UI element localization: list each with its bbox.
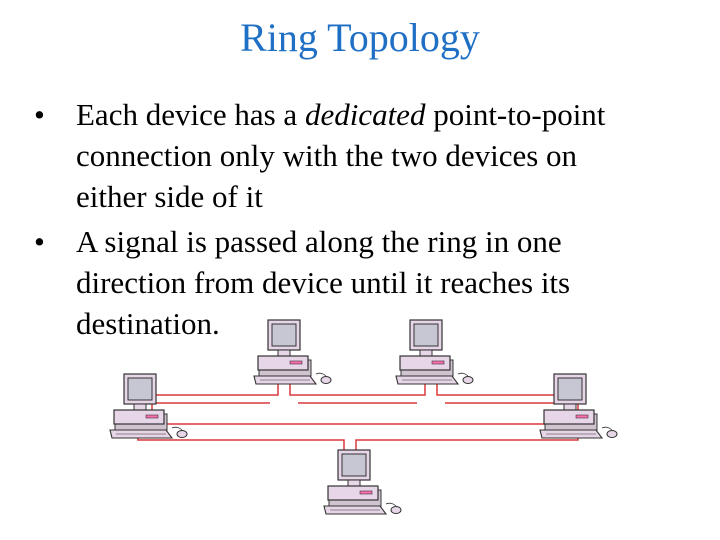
bullet-line: destination. (76, 303, 706, 344)
page-title: Ring Topology (0, 14, 720, 61)
computer-icon (540, 374, 617, 438)
computer-icon (324, 450, 401, 514)
bullet-line: A signal is passed along the ring in one (76, 221, 706, 262)
bullet-text: A signal is passed along the ring in one… (76, 221, 706, 344)
bullet-line: direction from device until it reaches i… (76, 262, 706, 303)
bullet-line: either side of it (76, 176, 706, 217)
bullet-marker: • (34, 94, 45, 135)
bullet-line: connection only with the two devices on (76, 135, 706, 176)
computer-icon (110, 374, 187, 438)
bullet-line: Each device has a dedicated point-to-poi… (76, 94, 706, 135)
bullet-text: Each device has a dedicated point-to-poi… (76, 94, 706, 217)
ring-cable (138, 380, 578, 455)
bullet-marker: • (34, 221, 45, 262)
